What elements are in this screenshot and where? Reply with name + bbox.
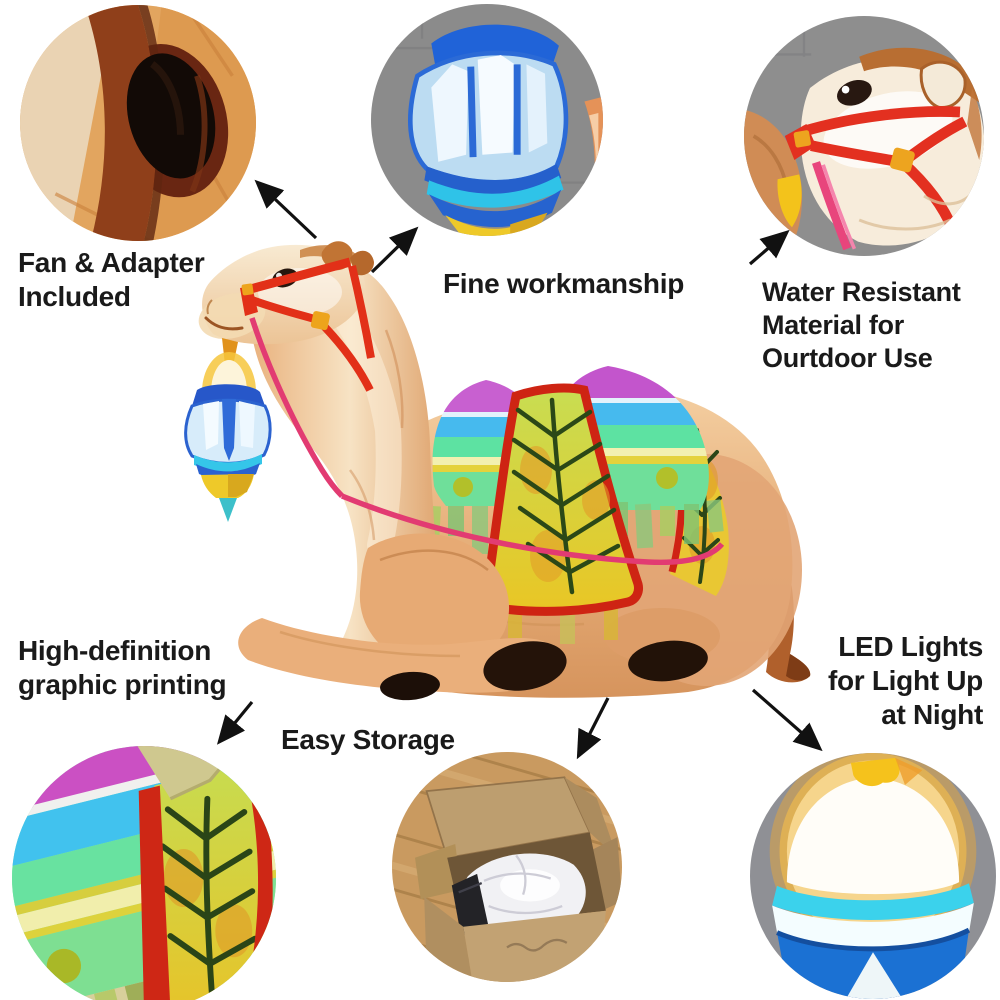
glowing-led-closeup-image: [750, 753, 996, 999]
lantern-closeup-image: [371, 4, 603, 236]
fan-port-closeup-image: [20, 5, 256, 241]
label-led-lights: LED Lights for Light Up at Night: [827, 631, 983, 730]
arrow-to-lantern-circle: [370, 226, 419, 274]
arrow-to-blanket-circle: [216, 700, 254, 745]
camel-smile: [204, 316, 244, 331]
photo-circle-easy-storage: [392, 752, 622, 982]
camel-rein: [249, 317, 725, 566]
photo-circle-fine-workmanship: [371, 4, 603, 236]
photo-circle-water-resistant: [744, 16, 984, 256]
hanging-lantern: [184, 338, 272, 522]
label-fine-workmanship: Fine workmanship: [443, 268, 685, 299]
packed-box-closeup-image: [392, 752, 622, 982]
label-water-resistant: Water Resistant Material for Ourtdoor Us…: [762, 277, 961, 373]
arrow-to-fan-circle: [254, 179, 318, 240]
label-graphic-printing: High-definition graphic printing: [18, 635, 227, 700]
arrow-to-led-circle: [751, 688, 823, 752]
label-easy-storage: Easy Storage: [281, 724, 455, 755]
blanket-print-closeup-image: [12, 746, 276, 1000]
photo-circle-fan-adapter: [20, 5, 256, 241]
arrow-to-head-circle: [748, 229, 790, 266]
camel-front-legs: [238, 533, 567, 701]
photo-circle-led-lights: [750, 753, 996, 999]
arrow-to-box-circle: [576, 697, 610, 760]
photo-circle-graphic-printing: [12, 746, 276, 1000]
camel-head-closeup-image: [744, 16, 984, 256]
label-fan-adapter: Fan & Adapter Included: [18, 247, 205, 312]
